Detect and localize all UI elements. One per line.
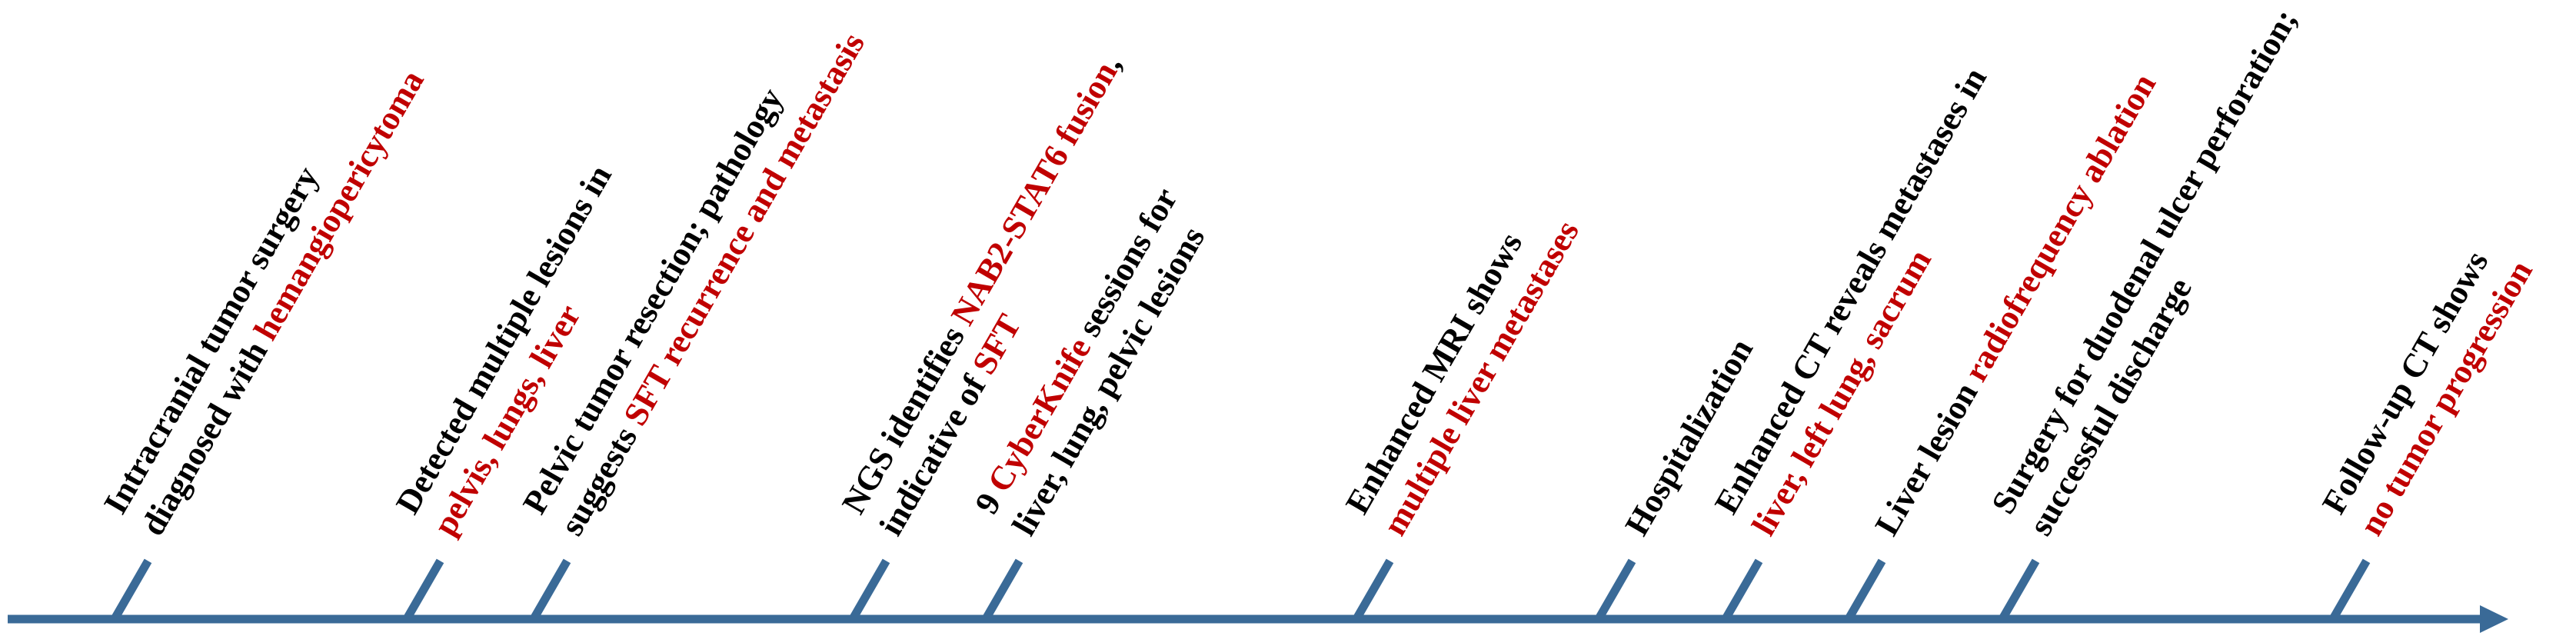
timeline-tick [1722, 558, 1763, 620]
timeline-ticks [111, 558, 2371, 620]
timeline-tick [111, 558, 152, 620]
timeline-axis-group [8, 605, 2508, 633]
timeline-tick [1596, 558, 1636, 620]
event-highlight-text: SFT recurrence and metastasis [616, 26, 872, 431]
timeline-tick [983, 558, 1023, 620]
timeline-event: Enhanced CT reveals metastases inliver, … [1707, 62, 1994, 542]
timeline-tick [850, 558, 890, 620]
timeline-tick [531, 558, 571, 620]
event-text: Detected multiple lesions in [388, 158, 619, 520]
event-text: Intracranial tumor surgery [96, 160, 326, 520]
timeline-tick [1999, 558, 2040, 620]
timeline-tick [1845, 558, 1886, 620]
event-text: Liver lesion [1868, 368, 1989, 541]
event-label-line: Detected multiple lesions in [388, 158, 619, 520]
timeline-tick [2330, 558, 2371, 620]
timeline-arrowhead [2480, 605, 2508, 633]
event-label-line: diagnosed with hemangiopericytoma [134, 64, 431, 542]
timeline-tick [1353, 558, 1394, 620]
timeline-event: Pelvic tumor resection; pathologysuggest… [515, 26, 872, 541]
event-label-line: suggests SFT recurrence and metastasis [553, 26, 872, 541]
event-label-line: Intracranial tumor surgery [96, 160, 326, 520]
timeline-tick [404, 558, 444, 620]
